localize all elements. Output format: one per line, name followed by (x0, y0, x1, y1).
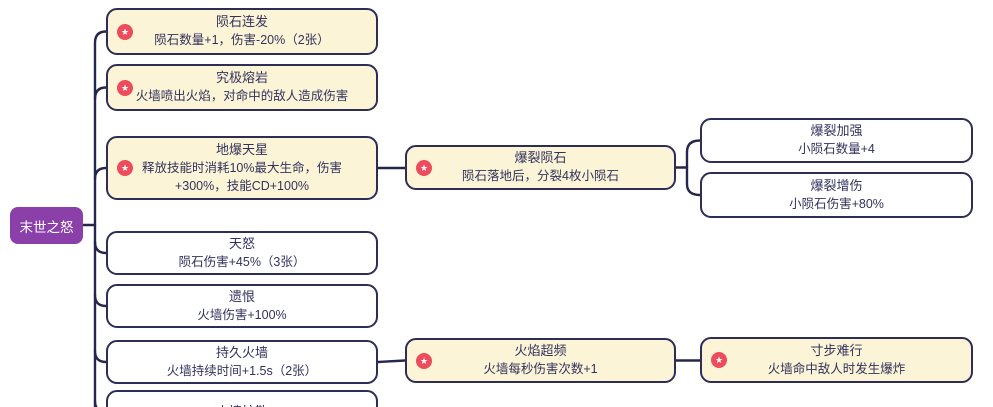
skill-node-ultimate-lava[interactable]: ★ 究极熔岩火墙喷出火焰，对命中的敌人造成伤害 (106, 64, 378, 111)
skill-node-title: 天怒 (228, 235, 255, 251)
branch-ultimate-lava (93, 86, 108, 101)
skill-node-desc: 火墙喷出火焰，对命中的敌人造成伤害 (135, 89, 349, 103)
branch-sky-wrath (93, 240, 108, 255)
branch-lasting-firewall (93, 349, 108, 364)
branch-regret (93, 293, 108, 308)
skill-node-title: 陨石连发 (215, 14, 268, 29)
link-lastingfirewall-flameoverclock (376, 359, 407, 364)
skill-node-burst-meteor[interactable]: ★ 爆裂陨石陨石落地后，分裂4枚小陨石 (405, 145, 676, 190)
skill-node-desc: 陨石数量+1，伤害-20%（2张） (154, 33, 330, 47)
skill-node-flame-overclock[interactable]: ★ 火焰超频火墙每秒伤害次数+1 (405, 338, 676, 383)
root-node-label: 末世之怒 (19, 219, 74, 235)
skill-node-sky-wrath[interactable]: 天怒陨石伤害+45%（3张） (106, 231, 378, 275)
skill-node-title: 火焰超频 (514, 343, 567, 358)
skill-node-title: 爆裂陨石 (514, 150, 567, 165)
skill-node-desc: 小陨石伤害+80% (789, 196, 884, 211)
star-icon: ★ (117, 23, 133, 40)
skill-node-lasting-firewall[interactable]: 持久火墙火墙持续时间+1.5s（2张） (106, 340, 378, 384)
skill-node-meteor-barrage[interactable]: ★ 陨石连发陨石数量+1，伤害-20%（2张） (106, 8, 378, 55)
branch-firewall-spread (93, 399, 98, 407)
skill-node-title: 火墙扩散 (130, 403, 354, 407)
skill-node-title: 持久火墙 (215, 344, 268, 360)
star-icon: ★ (711, 352, 727, 368)
skill-node-desc: 火墙每秒伤害次数+1 (483, 362, 598, 376)
trunk-line (93, 30, 108, 407)
skill-node-title: 爆裂加强 (810, 123, 863, 138)
star-icon: ★ (117, 79, 133, 96)
skill-node-desc: 火墙持续时间+1.5s（2张） (166, 363, 318, 378)
skill-node-burst-damage[interactable]: 爆裂增伤小陨石伤害+80% (700, 172, 973, 218)
skill-node-title: 地爆天星 (215, 141, 268, 157)
star-icon: ★ (416, 352, 432, 369)
root-node[interactable]: 末世之怒 (10, 207, 83, 244)
branch-earth-burst-star (93, 166, 108, 181)
star-icon: ★ (416, 159, 432, 176)
skill-node-hard-to-move[interactable]: ★ 寸步难行火墙命中敌人时发生爆炸 (700, 337, 973, 383)
skill-node-title: 究极熔岩 (215, 70, 268, 85)
skill-node-desc: 陨石落地后，分裂4枚小陨石 (462, 169, 619, 183)
skill-node-regret[interactable]: 遗恨火墙伤害+100% (106, 284, 378, 328)
skill-node-earth-burst-star[interactable]: ★ 地爆天星释放技能时消耗10%最大生命，伤害+300%，技能CD+100% (106, 136, 378, 200)
skill-node-desc: 小陨石数量+4 (798, 142, 875, 156)
skill-node-firewall-spread[interactable]: 火墙扩散 (106, 390, 378, 407)
skill-node-title: 寸步难行 (810, 342, 863, 358)
skill-node-desc: 火墙命中敌人时发生爆炸 (767, 361, 906, 376)
skill-node-burst-enhance[interactable]: 爆裂加强小陨石数量+4 (700, 118, 973, 163)
skill-node-desc: 火墙伤害+100% (197, 307, 287, 322)
skill-node-desc: 释放技能时消耗10%最大生命，伤害+300%，技能CD+100% (141, 160, 343, 193)
skill-node-title: 爆裂增伤 (810, 177, 863, 193)
fork-burst-children (685, 139, 702, 197)
star-icon: ★ (117, 160, 133, 176)
skill-node-title: 遗恨 (228, 288, 255, 304)
skill-node-desc: 陨石伤害+45%（3张） (178, 254, 306, 269)
